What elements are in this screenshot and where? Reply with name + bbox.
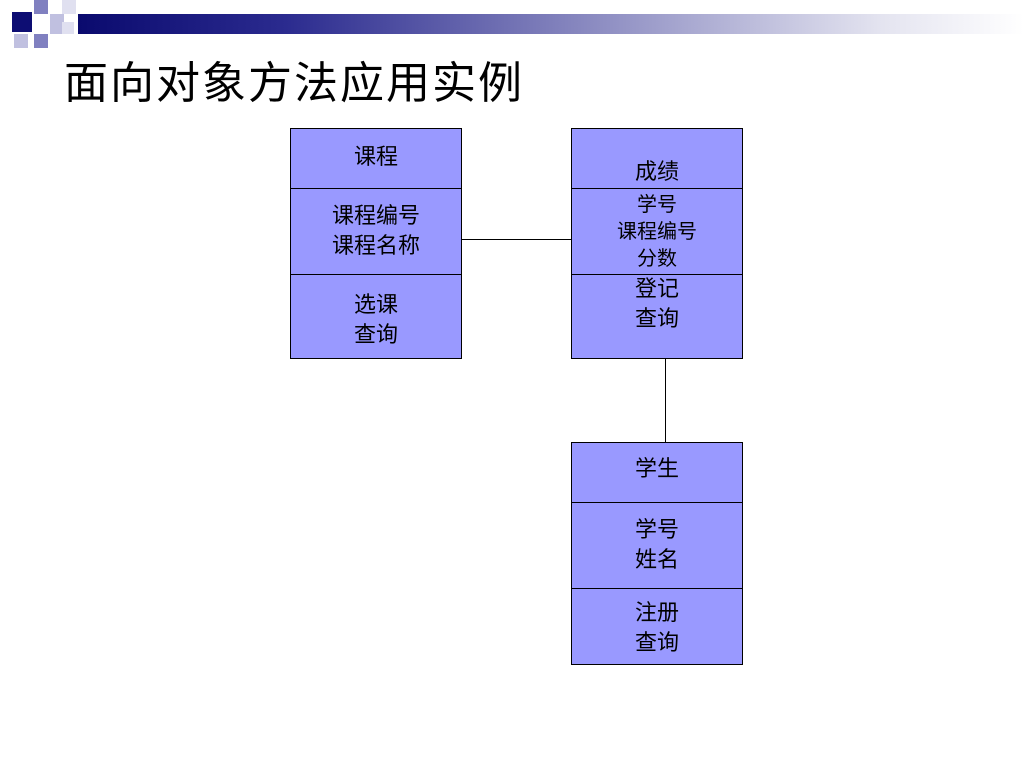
class-box-course[interactable]: 课程 课程编号 课程名称 选课 查询: [290, 128, 462, 359]
methods-cell: 选课 查询: [291, 274, 461, 360]
method-item: 登记: [634, 277, 679, 302]
class-box-student[interactable]: 学生 学号 姓名 注册 查询: [571, 442, 743, 665]
attribute-item: 课程名称: [331, 233, 420, 259]
method-item: 注册: [634, 601, 679, 626]
decor-square-dark-1: [12, 12, 32, 32]
attribute-item: 课程编号: [331, 203, 420, 229]
methods-cell: 注册 查询: [572, 588, 742, 666]
slide-title: 面向对象方法应用实例: [64, 58, 524, 109]
method-item: 选课: [353, 293, 398, 318]
connector-course-grade: [461, 239, 572, 240]
method-item: 查询: [353, 323, 398, 348]
decor-square-pale-1: [62, 0, 76, 14]
connector-grade-student: [665, 358, 666, 442]
attribute-item: 学号: [637, 192, 677, 216]
method-item: 查询: [634, 307, 679, 332]
class-name-cell: 成绩: [572, 129, 742, 188]
decor-square-pale-2: [62, 22, 74, 34]
class-name: 学生: [634, 457, 679, 482]
attribute-item: 课程编号: [617, 219, 697, 243]
attributes-cell: 课程编号 课程名称: [291, 188, 461, 274]
attributes-cell: 学号 课程编号 分数: [572, 188, 742, 274]
decor-square-mid-1: [34, 0, 48, 14]
class-box-grade[interactable]: 成绩 学号 课程编号 分数 登记 查询: [571, 128, 743, 359]
attribute-item: 分数: [637, 246, 677, 270]
decor-square-light-2: [14, 34, 28, 48]
decor-square-mid-2: [34, 34, 48, 48]
class-name: 成绩: [634, 160, 679, 185]
decor-square-light-1: [50, 14, 64, 34]
method-item: 查询: [634, 631, 679, 656]
class-name-cell: 课程: [291, 129, 461, 188]
attribute-item: 姓名: [634, 547, 679, 573]
attributes-cell: 学号 姓名: [572, 502, 742, 588]
attribute-item: 学号: [634, 517, 679, 543]
class-name-cell: 学生: [572, 443, 742, 502]
class-name: 课程: [353, 145, 398, 170]
header-gradient-bar: [78, 14, 1024, 34]
methods-cell: 登记 查询: [572, 274, 742, 360]
